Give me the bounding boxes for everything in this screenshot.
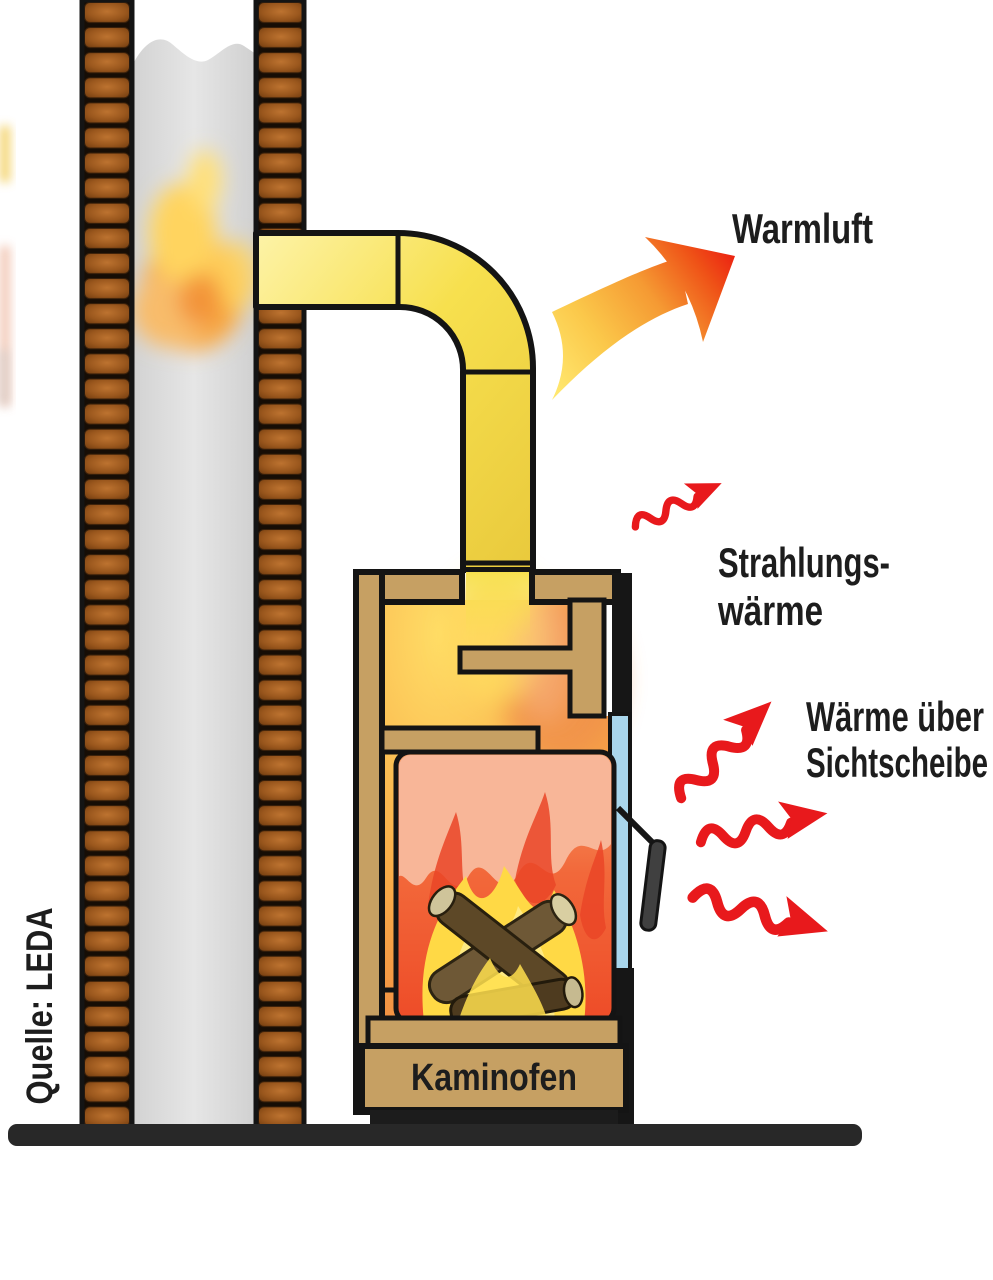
- glass-heat-label-line1: Wärme über: [806, 693, 984, 740]
- glass-heat-label-line2: Sichtscheibe: [806, 739, 988, 786]
- glass-heat-wave-icon-1: [663, 687, 784, 808]
- source-credit: Quelle: LEDA: [19, 908, 60, 1105]
- heat-baffle-upper: [457, 597, 607, 719]
- chimney-wall-left: [79, 0, 135, 1131]
- floor-line: [8, 1124, 862, 1146]
- radiant-heat-label-line2: wärme: [717, 587, 823, 634]
- stove-pipe: [253, 230, 536, 573]
- radiant-heat-label-line1: Strahlungs-: [718, 539, 890, 586]
- pipe-joint-lines: [395, 236, 531, 566]
- glass-heat-wave-icon-2: [696, 793, 831, 856]
- stove-plinth: [370, 1110, 618, 1128]
- stove-body: Kaminofen: [353, 569, 667, 1128]
- stove-base-upper: [365, 1015, 623, 1049]
- radiant-heat-wave-icon-1: [627, 469, 727, 536]
- chimney-wall-right: [253, 0, 307, 1131]
- interior-right-gap: [604, 600, 614, 716]
- pipe-into-stove: [466, 572, 530, 638]
- glass-heat-wave-icon-3: [689, 871, 834, 949]
- warm-air-label: Warmluft: [732, 205, 873, 252]
- warm-air-arrow-icon: [552, 237, 735, 400]
- door-handle: [615, 805, 667, 932]
- flue-flame: [132, 150, 260, 351]
- left-edge-color-smudges: [0, 126, 10, 406]
- stove-right-wall-upper: [612, 573, 632, 716]
- stove-label: Kaminofen: [411, 1057, 577, 1099]
- heat-baffle-lower: [379, 725, 541, 755]
